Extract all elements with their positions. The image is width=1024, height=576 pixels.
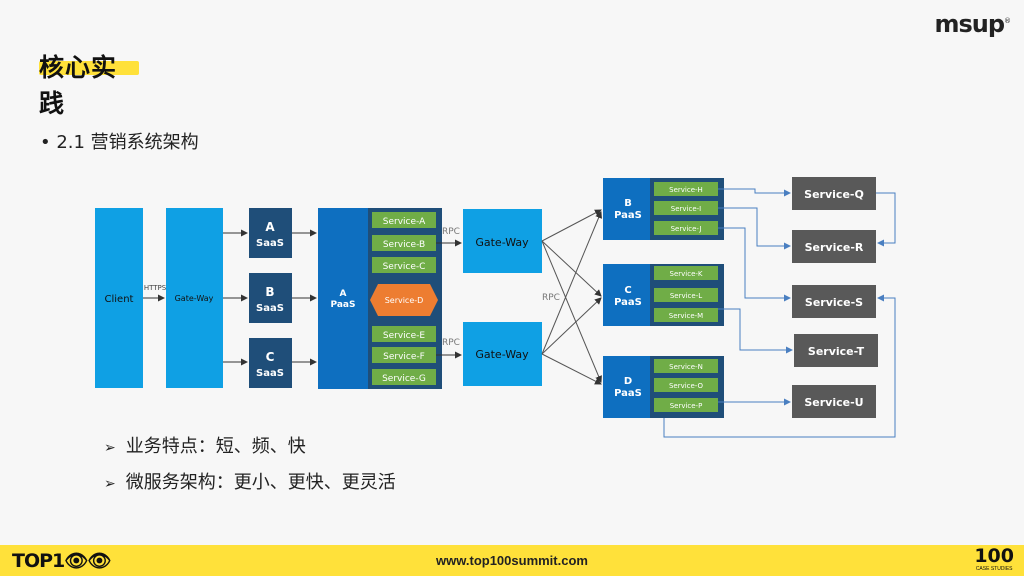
feature-item: ➢ 业务特点：短、频、快 [104, 432, 306, 458]
service-g-label: Service-G [382, 374, 426, 384]
saas-b-box [249, 273, 292, 323]
https-label: HTTPS [144, 284, 167, 292]
case-studies-text: CASE STUDIES [975, 566, 1013, 572]
client-label: Client [105, 294, 134, 305]
b-paas-label: PaaS [614, 210, 642, 221]
service-j-label: Service-J [671, 225, 702, 233]
gateway-crosslinks [541, 209, 602, 385]
arrow-bullet-icon: ➢ [104, 440, 116, 456]
rpc-label-middle: RPC [542, 293, 560, 303]
case-studies-logo: 100 CASE STUDIES [974, 545, 1014, 573]
gateway-big-bottom [463, 322, 542, 386]
service-e-label: Service-E [383, 331, 426, 341]
b-paas-box [603, 178, 650, 240]
service-c-box [372, 257, 436, 273]
gateway-small-box [166, 208, 223, 388]
a-paas-letter: A [340, 289, 347, 299]
service-u-box [792, 385, 876, 418]
service-e-box [372, 326, 436, 342]
c-paas-box [603, 264, 650, 326]
service-h-box [654, 182, 718, 196]
service-r-box [792, 230, 876, 263]
rpc-label-top: RPC [442, 227, 460, 237]
service-l-label: Service-L [670, 292, 702, 300]
footer-bar: TOP1👁👁 www.top100summit.com 100 CASE STU… [0, 545, 1024, 576]
service-a-label: Service-A [383, 217, 426, 227]
d-paas-label: PaaS [614, 388, 642, 399]
page-title: 核心实践 [39, 53, 118, 118]
service-l-box [654, 288, 718, 302]
b-paas-letter: B [624, 198, 632, 209]
saas-c-label: SaaS [256, 368, 284, 379]
gateway-big-bottom-label: Gate-Way [475, 348, 529, 361]
msup-logo: msup® [934, 10, 1011, 38]
service-m-label: Service-M [669, 312, 703, 320]
service-f-box [372, 347, 436, 363]
saas-b-label: SaaS [256, 303, 284, 314]
a-paas-box [318, 208, 368, 389]
architecture-diagram: Client HTTPS Gate-Way A SaaS B SaaS C Sa… [95, 177, 896, 438]
d-paas-box [603, 356, 650, 418]
a-paas-label: PaaS [331, 300, 356, 310]
service-p-label: Service-P [670, 402, 703, 410]
client-box [95, 208, 143, 388]
service-b-box [372, 235, 436, 251]
service-f-label: Service-F [383, 352, 425, 362]
saas-b-letter: B [265, 285, 274, 299]
service-o-box [654, 378, 718, 392]
gateway-big-top [463, 209, 542, 273]
feature-text: 微服务架构：更小、更快、更灵活 [125, 472, 396, 493]
c-paas-letter: C [624, 285, 631, 296]
service-i-label: Service-I [671, 205, 701, 213]
service-k-box [654, 266, 718, 280]
saas-a-label: SaaS [256, 238, 284, 249]
service-t-box [794, 334, 878, 367]
service-b-label: Service-B [383, 240, 425, 250]
top100-logo: TOP1👁👁 [12, 550, 111, 572]
service-o-label: Service-O [669, 382, 704, 390]
registered-mark: ® [1004, 17, 1011, 25]
service-p-box [654, 398, 718, 412]
service-r-label: Service-R [805, 241, 864, 254]
footer-url: www.top100summit.com [436, 553, 588, 568]
service-m-box [654, 308, 718, 322]
title-highlight [39, 61, 139, 75]
service-s-box [792, 285, 876, 318]
service-a-box [372, 212, 436, 228]
service-k-label: Service-K [670, 270, 703, 278]
saas-c-box [249, 338, 292, 388]
saas-a-letter: A [265, 220, 275, 234]
c-paas-label: PaaS [614, 297, 642, 308]
service-q-box [792, 177, 876, 210]
saas-c-letter: C [266, 350, 275, 364]
service-u-label: Service-U [804, 396, 863, 409]
service-c-label: Service-C [383, 262, 426, 272]
saas-a-box [249, 208, 292, 258]
gateway-small-label: Gate-Way [175, 294, 214, 303]
service-d-label: Service-D [385, 296, 424, 305]
service-d-hexagon [370, 284, 438, 316]
service-q-label: Service-Q [804, 188, 864, 201]
service-s-label: Service-S [805, 296, 863, 309]
logo-text: msup [934, 10, 1005, 38]
service-j-box [654, 221, 718, 235]
gateway-big-top-label: Gate-Way [475, 236, 529, 249]
title-block: 核心实践 [39, 48, 139, 118]
d-paas-letter: D [624, 376, 632, 387]
case-studies-number: 100 [974, 545, 1014, 567]
service-n-label: Service-N [669, 363, 703, 371]
feature-item: ➢ 微服务架构：更小、更快、更灵活 [104, 468, 396, 494]
section-bullet: • 2.1 营销系统架构 [40, 132, 199, 153]
service-n-box [654, 359, 718, 373]
service-i-box [654, 201, 718, 215]
service-connectors [663, 188, 896, 438]
service-t-label: Service-T [808, 345, 865, 358]
feature-text: 业务特点：短、频、快 [125, 436, 306, 457]
service-h-label: Service-H [669, 186, 703, 194]
rpc-label-bottom: RPC [442, 338, 460, 348]
service-g-box [372, 369, 436, 385]
arrow-bullet-icon: ➢ [104, 476, 116, 492]
